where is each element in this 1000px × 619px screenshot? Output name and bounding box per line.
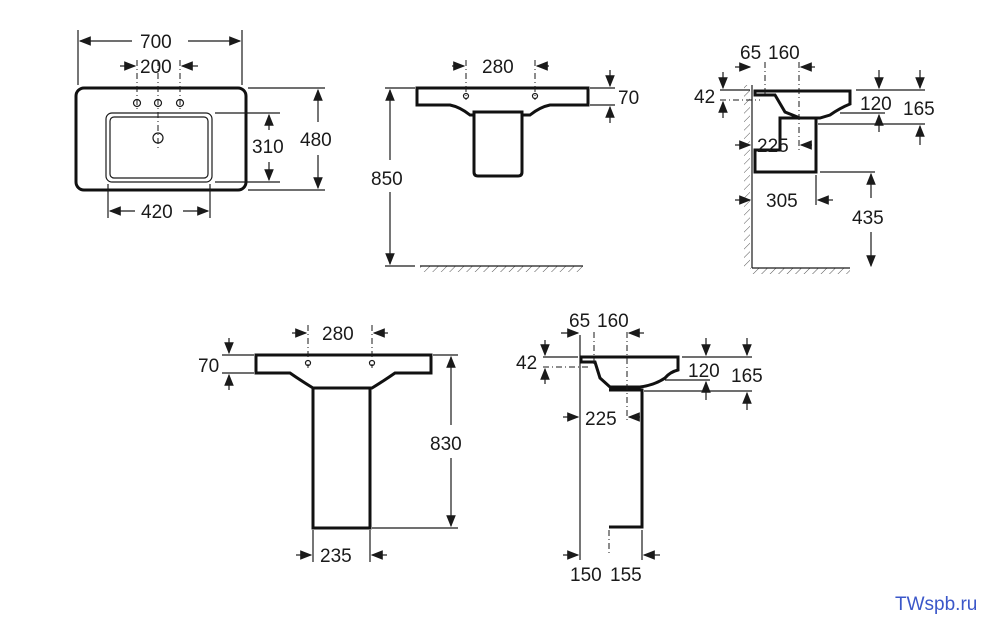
dim-tap-spacing: 200 [140, 57, 172, 78]
dim-bowl-depth: 120 [688, 361, 720, 382]
dim-wall-offset: 65 [569, 311, 590, 332]
dim-total-depth: 165 [903, 99, 935, 120]
front-wall-hung-view: 280 70 850 [371, 57, 639, 272]
dim-tap-offset: 160 [597, 311, 629, 332]
watermark: TWspb.ru [895, 594, 978, 615]
side-wall-hung-view: 65 160 42 120 165 225 305 435 [694, 43, 935, 274]
dim-bowl-depth: 120 [860, 94, 892, 115]
dim-tap-spacing: 280 [322, 324, 354, 345]
dim-tap-height: 42 [694, 87, 715, 108]
dim-tap-height: 42 [516, 353, 537, 374]
dim-pedestal-offset: 150 [570, 565, 602, 586]
dim-pedestal-width: 235 [320, 546, 352, 567]
dim-pedestal-depth: 155 [610, 565, 642, 586]
dim-thickness: 70 [198, 356, 219, 377]
dim-bracket-depth: 305 [766, 191, 798, 212]
dim-bowl-depth: 310 [252, 137, 284, 158]
dim-bracket-height: 435 [852, 208, 884, 229]
dim-tap-spacing: 280 [482, 57, 514, 78]
dim-depth: 480 [300, 130, 332, 151]
dim-height: 830 [430, 434, 462, 455]
dim-width: 700 [140, 32, 172, 53]
dim-height: 850 [371, 169, 403, 190]
dim-drain-offset: 225 [585, 409, 617, 430]
top-plan-view: 700 200 310 480 420 [74, 30, 332, 223]
dim-bowl-width: 420 [141, 202, 173, 223]
dim-tap-offset: 160 [768, 43, 800, 64]
dim-drain-offset: 225 [757, 136, 789, 157]
dim-total-depth: 165 [731, 366, 763, 387]
front-pedestal-view: 280 70 830 235 [198, 324, 462, 567]
dim-wall-offset: 65 [740, 43, 761, 64]
side-pedestal-view: 65 160 42 120 165 225 150 155 [516, 311, 763, 586]
dim-thickness: 70 [618, 88, 639, 109]
